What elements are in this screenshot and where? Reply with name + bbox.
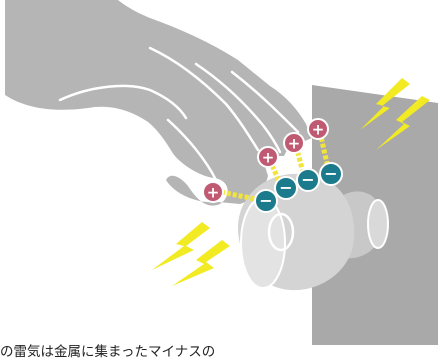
negative-symbol: − xyxy=(301,170,314,189)
positive-symbol: + xyxy=(312,121,325,139)
negative-symbol: − xyxy=(324,164,337,183)
lightning-bolt-icon xyxy=(152,222,230,286)
positive-charge: + xyxy=(308,119,328,139)
negative-symbol: − xyxy=(259,191,272,210)
positive-charge: + xyxy=(203,182,223,202)
negative-charge: − xyxy=(275,177,297,199)
negative-charge: − xyxy=(297,169,319,191)
negative-charge: − xyxy=(255,190,277,212)
positive-symbol: + xyxy=(288,135,301,153)
positive-charge: + xyxy=(284,133,304,153)
caption-text: の雷気は金属に集まったマイナスの xyxy=(0,344,444,360)
positive-symbol: + xyxy=(207,184,220,202)
positive-charge: + xyxy=(258,147,278,167)
hand-icon xyxy=(5,0,312,206)
negative-symbol: − xyxy=(279,178,292,197)
positive-symbol: + xyxy=(262,149,275,167)
negative-charge: − xyxy=(320,163,342,185)
